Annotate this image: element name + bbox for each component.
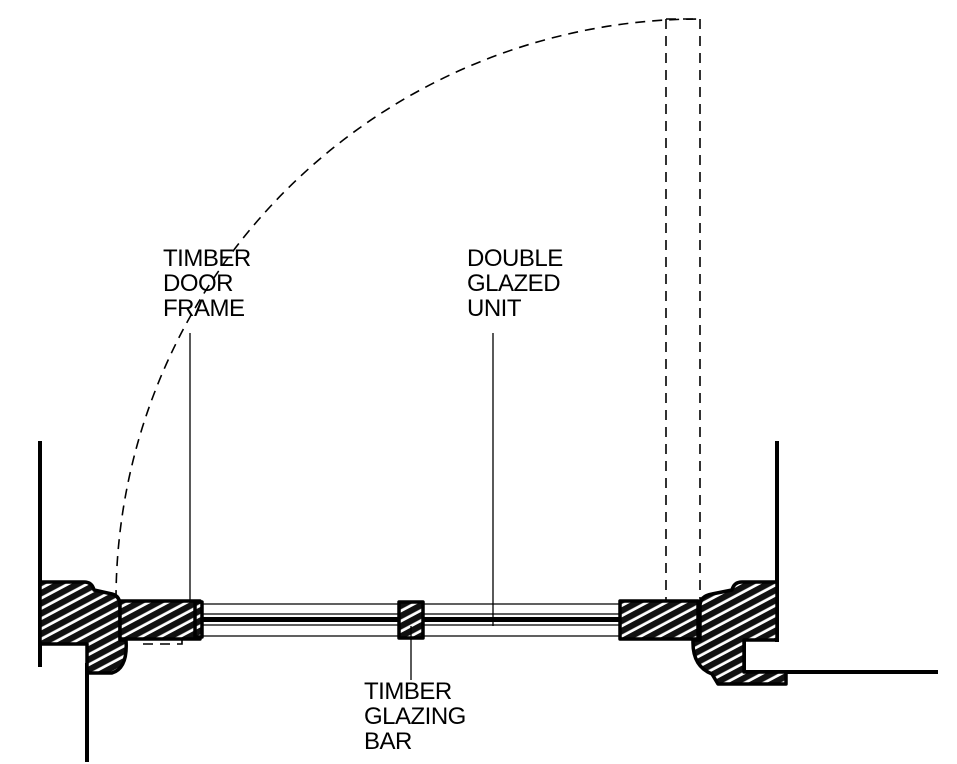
left-timber-frame [38, 580, 128, 675]
left-stile-bead [193, 600, 204, 639]
label-timber-glazing-bar: TIMBER GLAZING BAR [364, 678, 472, 755]
right-timber-frame [691, 580, 788, 686]
door-swing-arc [115, 18, 701, 601]
label-double-glazed-unit: DOUBLE GLAZED UNIT [467, 245, 569, 322]
label-timber-door-frame: TIMBER DOOR FRAME [163, 245, 257, 322]
left-door-stile [118, 599, 202, 641]
open-door-leaf [665, 18, 701, 600]
right-door-stile [618, 599, 700, 641]
timber-glazing-bar [397, 600, 425, 640]
